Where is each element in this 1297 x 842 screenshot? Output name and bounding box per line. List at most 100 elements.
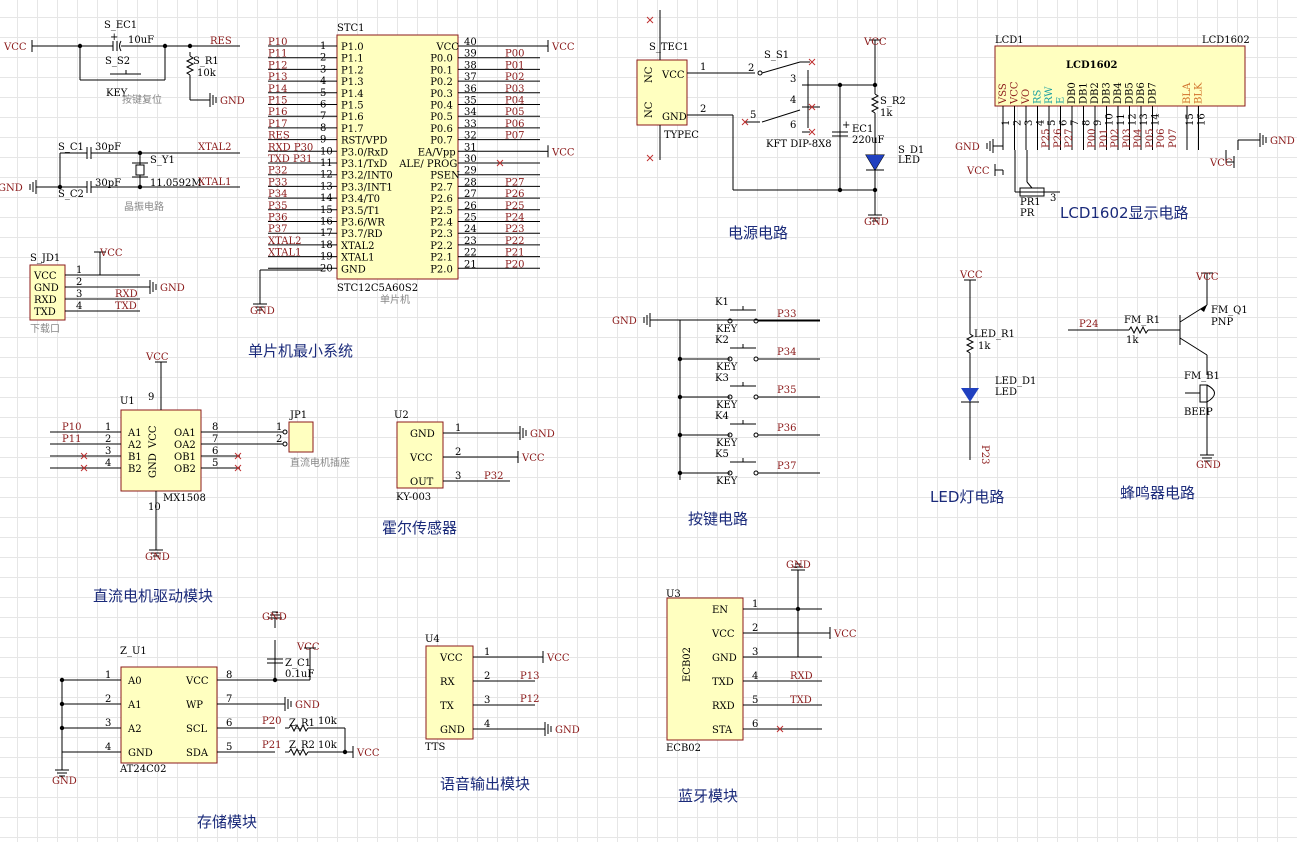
pin-name: P2.5 bbox=[430, 206, 453, 217]
no-connect-mark bbox=[496, 159, 504, 167]
key-ref: K3 bbox=[715, 373, 729, 384]
net-label: P35 bbox=[777, 385, 796, 396]
pin-name: A1 bbox=[127, 428, 142, 439]
switch-contact bbox=[757, 70, 763, 76]
key-ref: S_S2 bbox=[105, 56, 130, 67]
pin-number: 15 bbox=[320, 205, 333, 216]
chip-body bbox=[288, 421, 314, 453]
net-label: P20 bbox=[505, 259, 524, 270]
pin-number: 14 bbox=[1151, 113, 1162, 126]
pin-number: 14 bbox=[320, 193, 333, 204]
pin-name: P1.4 bbox=[341, 89, 364, 100]
pin-name: OA1 bbox=[174, 428, 196, 439]
section-label-keys: 按键电路 bbox=[688, 510, 748, 528]
res-value: 1k bbox=[880, 108, 893, 119]
junction-dot bbox=[77, 43, 83, 49]
pin-number: 9 bbox=[148, 392, 154, 403]
chip-body bbox=[336, 34, 459, 280]
pin-name: P0.3 bbox=[430, 89, 453, 100]
key-contact bbox=[727, 432, 733, 438]
junction-dot bbox=[872, 187, 878, 193]
pin-name: P3.0/RxD bbox=[341, 147, 388, 158]
pin-name: STA bbox=[712, 725, 733, 736]
crystal-value: 11.0592M bbox=[150, 178, 202, 189]
chip-ref: Z_U1 bbox=[120, 646, 147, 657]
pin-number: 1 bbox=[752, 599, 758, 610]
net-label: TXD bbox=[790, 695, 812, 706]
polarity: + bbox=[842, 120, 850, 131]
header-ref: S_JD1 bbox=[30, 253, 60, 264]
pin-number: 3 bbox=[320, 64, 326, 75]
section-label-buzzer: 蜂鸣器电路 bbox=[1120, 484, 1195, 502]
junction-dot bbox=[837, 187, 843, 193]
net-label: P25 bbox=[1041, 129, 1052, 148]
vcc-label: VCC bbox=[833, 629, 857, 640]
net-label: P24 bbox=[505, 213, 524, 224]
pin-name: OB1 bbox=[174, 452, 196, 463]
gnd-label: GND bbox=[262, 612, 287, 623]
pin-number: 7 bbox=[1070, 120, 1081, 126]
pin-number: 23 bbox=[464, 236, 477, 247]
mcu-ref: STC1 bbox=[337, 23, 365, 34]
pin-number: 21 bbox=[464, 259, 477, 270]
pin-name: P2.7 bbox=[430, 182, 453, 193]
pin-number: 10 bbox=[320, 146, 333, 157]
net-label: RES bbox=[210, 36, 232, 47]
net-label: P23 bbox=[505, 224, 524, 235]
pin-name: A2 bbox=[127, 724, 142, 735]
pin-name: EA/Vpp bbox=[418, 147, 456, 158]
gnd-label: GND bbox=[555, 725, 580, 736]
net-label: P04 bbox=[1133, 129, 1144, 148]
polarity: + bbox=[110, 32, 118, 43]
pin-name: A2 bbox=[127, 440, 142, 451]
pin-number: 34 bbox=[464, 107, 477, 118]
section-label-motor: 直流电机驱动模块 bbox=[93, 587, 213, 605]
no-connect-mark bbox=[808, 58, 816, 66]
pin-number: 5 bbox=[752, 695, 758, 706]
res-ref: FM_R1 bbox=[1124, 315, 1160, 326]
key-contact bbox=[727, 318, 733, 324]
pin-name: DB2 bbox=[1090, 82, 1101, 104]
gnd-label: GND bbox=[145, 552, 170, 563]
pin-number: 3 bbox=[105, 446, 111, 457]
net-label: XTAL2 bbox=[198, 142, 231, 153]
jp-ref: JP1 bbox=[289, 410, 307, 421]
lcd-title: LCD1602 bbox=[1066, 60, 1118, 71]
net-label: TXD bbox=[115, 301, 137, 312]
cap-value: 10uF bbox=[128, 35, 154, 46]
pin-name: P0.5 bbox=[430, 112, 453, 123]
pin-number: 10 bbox=[1105, 113, 1116, 126]
pin-number: 8 bbox=[320, 123, 326, 134]
pin-name: GND bbox=[128, 748, 153, 759]
pin-number: 17 bbox=[320, 228, 333, 239]
pin-number: 6 bbox=[790, 120, 796, 131]
lcd-ref: LCD1 bbox=[995, 35, 1024, 46]
led-ref: LED_D1 bbox=[995, 376, 1036, 387]
pin-name: VO bbox=[1021, 89, 1032, 105]
net-label: P01 bbox=[505, 60, 524, 71]
gnd-label: GND bbox=[220, 96, 245, 107]
no-connect-mark bbox=[808, 128, 816, 136]
pin-name: P0.7 bbox=[430, 136, 453, 147]
wire bbox=[1128, 325, 1149, 335]
pin-name: P0.0 bbox=[430, 54, 453, 65]
key-type: KEY bbox=[716, 400, 738, 411]
chip-ref: U1 bbox=[120, 396, 135, 407]
cap-value: 30pF bbox=[95, 142, 121, 153]
pin-number: 3 bbox=[76, 289, 82, 300]
net-label: P13 bbox=[268, 72, 287, 83]
pin-name: SDA bbox=[186, 748, 209, 759]
net-label: P02 bbox=[505, 72, 524, 83]
gnd-label: GND bbox=[0, 183, 23, 194]
pin-name: DB0 bbox=[1067, 82, 1078, 104]
net-label: P02 bbox=[1110, 129, 1121, 148]
net-label: P03 bbox=[505, 84, 524, 95]
pin-number: 20 bbox=[320, 263, 333, 274]
net-label: P24 bbox=[1079, 319, 1098, 330]
junction-dot bbox=[677, 394, 683, 400]
pin-name: DB5 bbox=[1125, 82, 1136, 104]
pin-number: 2 bbox=[748, 63, 754, 74]
key-contact bbox=[753, 394, 759, 400]
pin-number: 2 bbox=[1013, 120, 1024, 126]
net-label: P16 bbox=[268, 107, 287, 118]
